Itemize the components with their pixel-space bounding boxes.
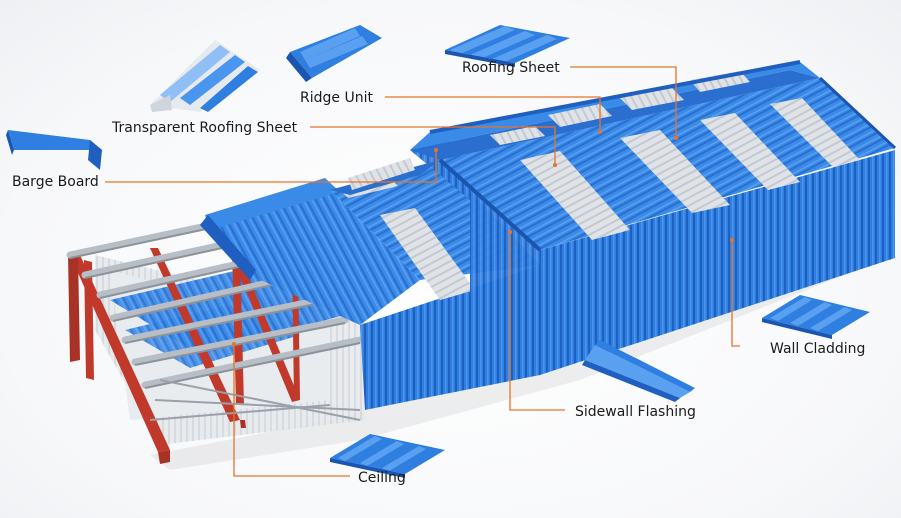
open-frame-section [66,218,365,464]
label-transparent-roofing-sheet: Transparent Roofing Sheet [112,120,298,136]
leader-ridge-unit [385,96,601,132]
label-wall-cladding: Wall Cladding [770,341,866,357]
ceiling-sample-icon [330,434,445,478]
label-sidewall-flashing: Sidewall Flashing [575,404,696,420]
leader-transparent-roofing-sheet [310,126,556,165]
leader-endpoints [232,130,734,346]
label-barge-board: Barge Board [12,174,99,190]
sidewall-flashing-sample-icon [582,340,695,402]
leader-barge-board [105,150,437,183]
leader-lines [105,66,740,477]
leader-ceiling [233,344,350,477]
barge-board-sample-icon [6,130,102,170]
leader-roofing-sheet [570,66,677,138]
leader-sidewall-flashing [509,232,565,411]
wall-cladding-sample-icon [762,295,870,339]
label-ceiling: Ceiling [358,470,406,486]
label-roofing-sheet: Roofing Sheet [462,60,560,76]
roofing-sheet-sample-icon [445,25,570,67]
ridge-unit-sample-icon [286,25,382,82]
transparent-roofing-sheet-sample-icon [150,40,260,112]
label-ridge-unit: Ridge Unit [300,90,373,106]
leader-wall-cladding [731,240,740,347]
